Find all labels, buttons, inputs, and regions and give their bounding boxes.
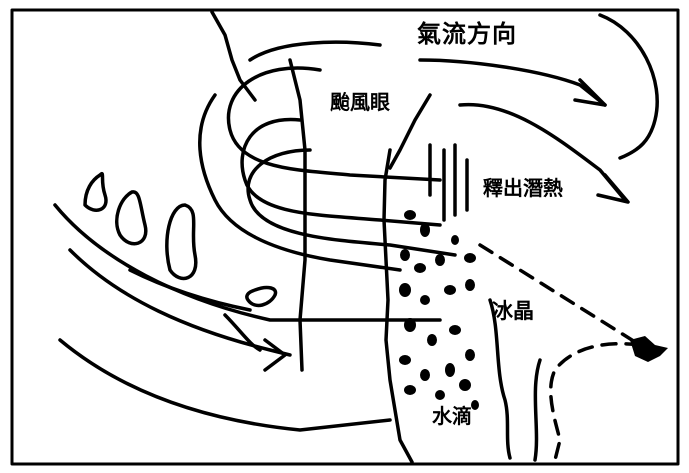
ice-dashed-line-2: [548, 342, 642, 462]
airflow-direction-label: 氣流方向: [417, 20, 517, 48]
particle: [435, 390, 445, 400]
spiral-loop-2: [240, 117, 442, 227]
particle: [404, 318, 416, 332]
eyewall-outline: [382, 148, 414, 464]
particle: [459, 379, 471, 391]
outflow-arc-4: [598, 13, 659, 160]
ice-crystals-label: 冰晶: [492, 299, 534, 323]
particle: [400, 249, 410, 261]
cloud-blob-1: [83, 172, 108, 212]
cloud-blob-2: [115, 190, 148, 246]
inflow-arc-1: [53, 203, 442, 322]
cloud-blob-4: [245, 285, 278, 308]
eye-vertical-line-1: [288, 58, 307, 372]
particle: [465, 279, 475, 291]
particle: [465, 349, 475, 361]
ice-cloud-outline-2: [533, 358, 542, 462]
spiral-loop-4: [198, 93, 402, 272]
particle: [404, 210, 416, 220]
outflow-arc-2: [418, 58, 607, 107]
inflow-arc-2: [68, 248, 292, 357]
inflow-arrowhead-1: [263, 338, 287, 372]
particle: [464, 253, 476, 263]
particle-group: [399, 210, 668, 410]
storm-blob: [630, 336, 668, 362]
inflow-arc-4: [128, 268, 252, 312]
particle: [420, 295, 430, 305]
latent-heat-label: 釋出潛熱: [483, 176, 563, 200]
inflow-arc-3: [58, 338, 392, 432]
particle: [420, 223, 430, 237]
particle: [444, 285, 456, 295]
particle: [451, 235, 459, 245]
outflow-arrowhead-1: [573, 78, 607, 107]
particle: [445, 363, 455, 377]
spiral-loop-3: [246, 148, 457, 257]
particle: [427, 334, 437, 346]
water-droplets-label: 水滴: [432, 404, 472, 428]
cloud-blob-3: [165, 203, 198, 281]
particle: [404, 385, 416, 395]
page-border: [10, 8, 680, 466]
particle: [435, 254, 445, 266]
eye-boundary-line: [388, 93, 432, 170]
inflow-arc-5: [223, 313, 262, 352]
particle: [449, 325, 461, 335]
hurricane-eye-label: 颱風眼: [330, 90, 390, 114]
particle: [399, 283, 411, 297]
ice-dashed-line-1: [478, 243, 642, 347]
spiral-loop-1: [226, 66, 442, 182]
particle: [420, 369, 430, 381]
particle: [399, 355, 411, 365]
particle: [471, 400, 479, 410]
outflow-arrowhead-2: [596, 173, 630, 204]
particle: [414, 263, 426, 273]
outflow-arc-3: [458, 102, 627, 202]
ice-cloud-outline: [488, 298, 512, 460]
eye-vertical-line-2: [210, 10, 257, 102]
outflow-arc-1: [248, 40, 382, 62]
